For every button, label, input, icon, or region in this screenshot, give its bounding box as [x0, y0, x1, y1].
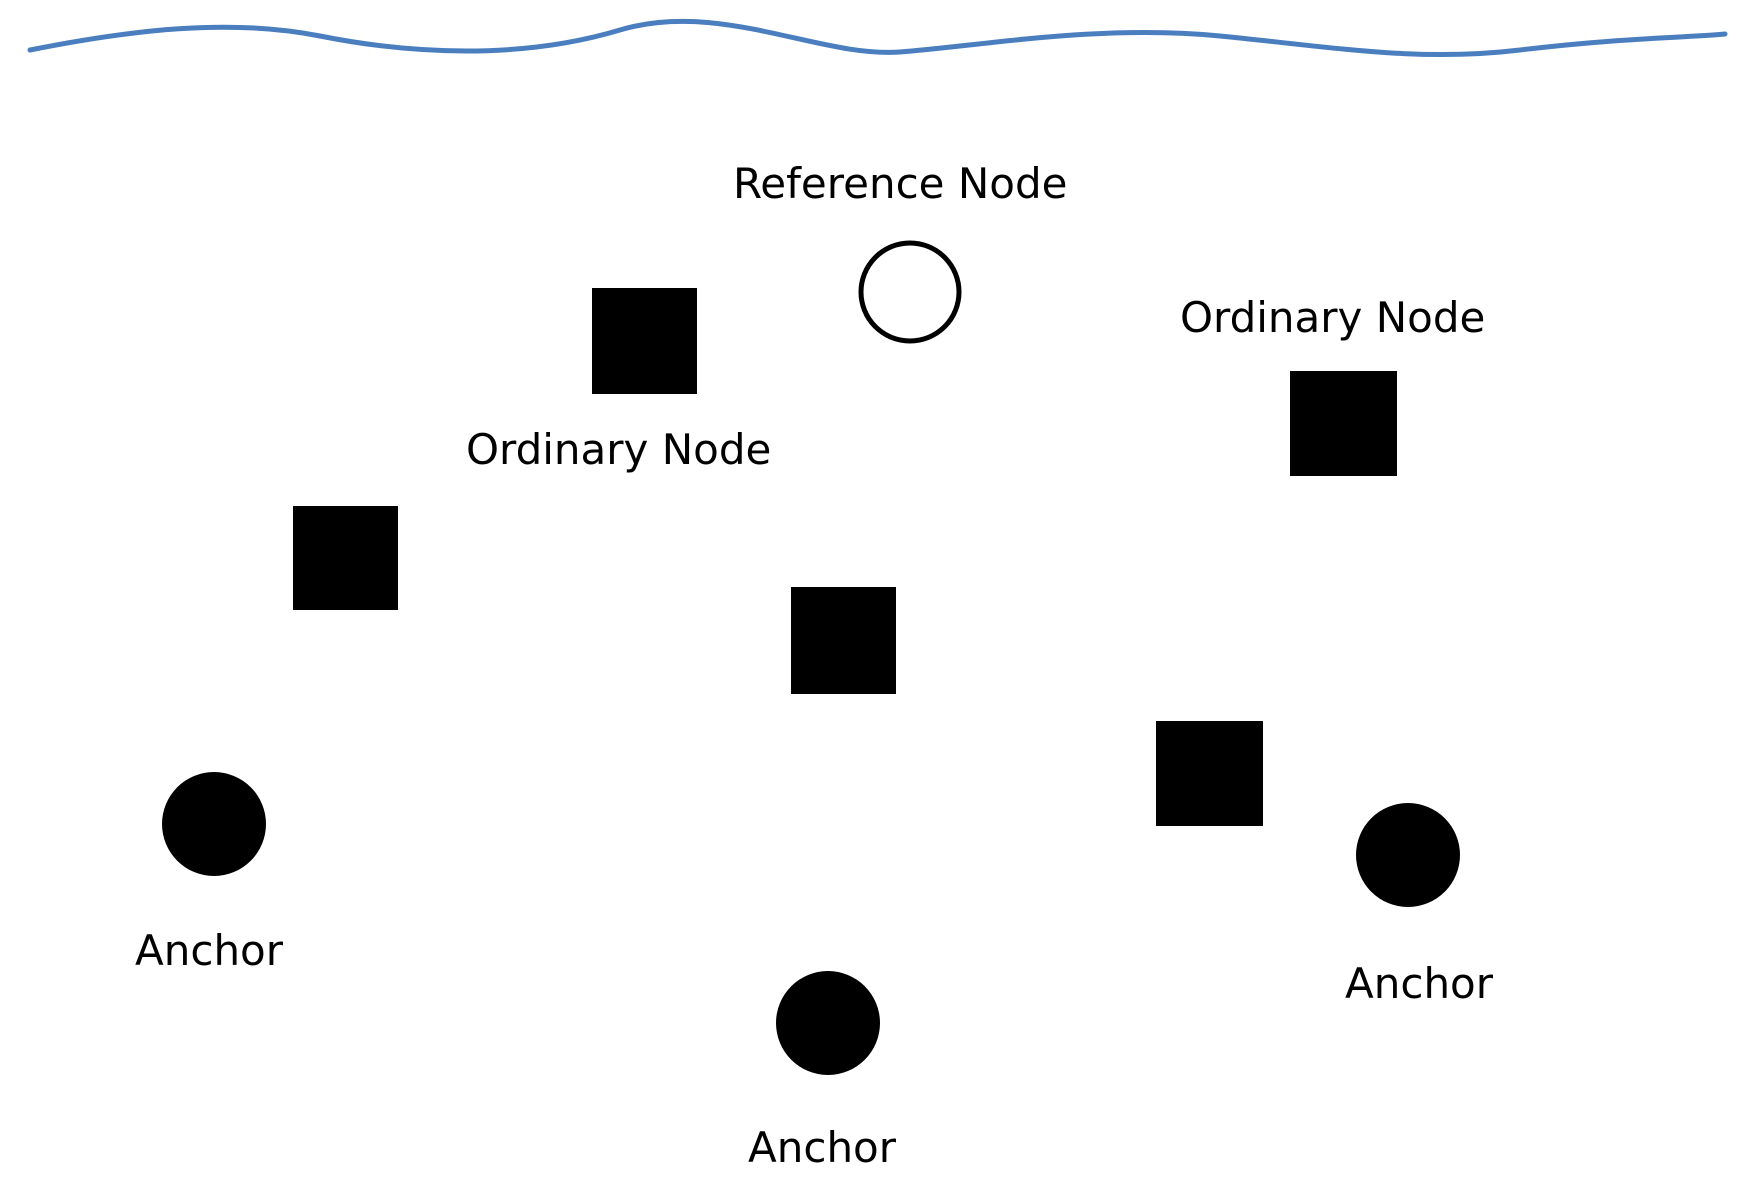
ordinary-node-square [1156, 721, 1263, 826]
reference-node-label: Reference Node [733, 159, 1067, 208]
ordinary-node-square [1290, 371, 1397, 476]
ordinary-node-label: Ordinary Node [466, 425, 771, 474]
anchor-label: Anchor [1345, 959, 1494, 1008]
anchor-label: Anchor [135, 926, 284, 975]
anchor-label: Anchor [748, 1123, 897, 1172]
water-surface-line [27, 18, 1728, 58]
ordinary-node-square [791, 587, 896, 694]
anchor-circle [1356, 803, 1460, 907]
ordinary-node-label: Ordinary Node [1180, 293, 1485, 342]
reference-node-circle [858, 240, 962, 344]
anchor-circle [162, 772, 266, 876]
ordinary-node-square [592, 288, 697, 394]
ordinary-node-square [293, 506, 398, 610]
anchor-circle [776, 971, 880, 1075]
